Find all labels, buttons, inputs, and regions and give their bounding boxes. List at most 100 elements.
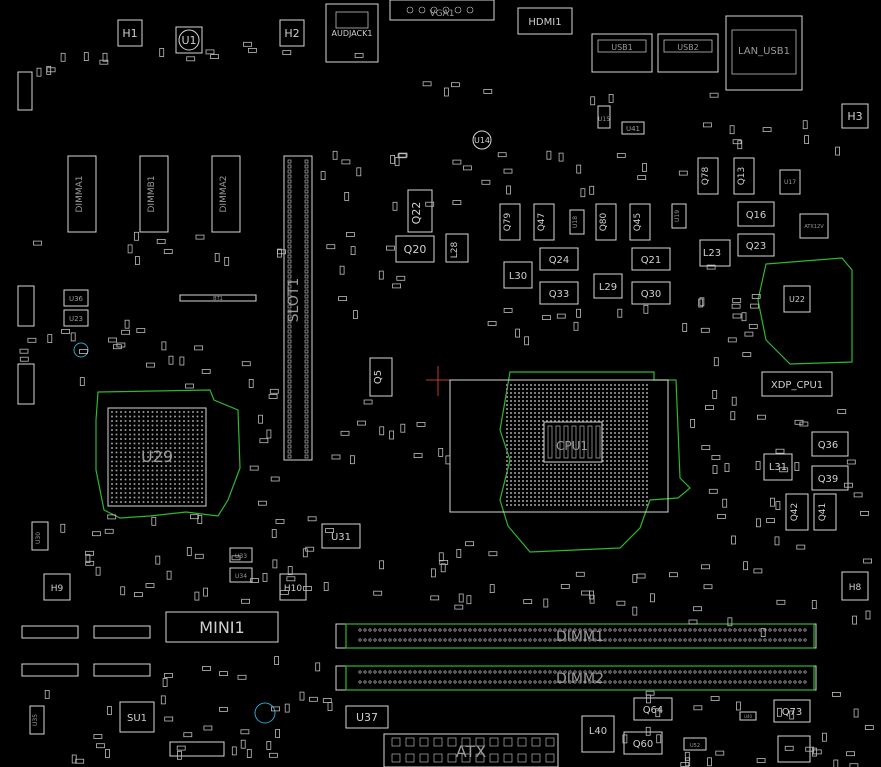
u40-chip: U40 [739,711,757,721]
fiducial-bottom [254,702,276,724]
u17-chip: U17 [779,169,801,195]
left-connector-a [21,625,79,639]
svg-text:Q78: Q78 [701,166,711,185]
q64-mosfet: Q64 [633,697,673,721]
q16-mosfet: Q16 [737,201,775,227]
svg-text:Q24: Q24 [549,255,570,266]
svg-text:DIMM1: DIMM1 [556,629,604,645]
q42-mosfet: Q42 [785,493,809,531]
l40-inductor: L40 [581,715,615,753]
u41-chip: U41 [621,121,645,135]
svg-text:H1: H1 [122,27,137,40]
svg-text:Q80: Q80 [599,212,609,231]
lan-usb-connector: LAN_USB1 [725,15,803,91]
q20-mosfet: Q20 [395,235,435,263]
mount-hole-h10: H10 [279,573,307,601]
svg-text:MINI1: MINI1 [199,618,244,637]
atx-power-connector: ATX [383,733,559,767]
left-header-mid [17,285,35,327]
svg-text:L31: L31 [769,462,787,473]
svg-text:U17: U17 [784,179,796,186]
u22-chip: U22 [783,285,811,313]
q23-mosfet: Q23 [737,233,775,257]
l29-inductor: L29 [593,273,623,299]
bt1-battery: BT1 [179,294,257,302]
svg-text:U29: U29 [141,447,173,466]
pcie-slot: SLOT1 [283,155,313,461]
left-connector-d [93,663,151,677]
l30-inductor: L30 [503,261,533,289]
passive-components [19,41,874,767]
svg-text:Q30: Q30 [641,289,662,300]
svg-text:U33: U33 [235,553,247,560]
svg-text:U23: U23 [69,315,83,323]
svg-text:U30: U30 [35,532,42,544]
svg-text:VGA1: VGA1 [429,9,454,19]
dimm-slot-1: DIMM1 [335,623,817,649]
svg-text:U14: U14 [474,136,490,145]
atx12v-connector: ATX12V [799,213,829,239]
svg-text:H3: H3 [847,110,862,123]
svg-text:Q20: Q20 [404,243,427,256]
svg-text:CPU1: CPU1 [556,439,588,453]
svg-text:HDMI1: HDMI1 [528,17,561,28]
svg-text:U35: U35 [32,714,39,726]
u30-chip: U30 [31,521,49,551]
svg-text:USB1: USB1 [611,43,633,52]
u1-chip: U1 [175,26,203,54]
svg-text:Q33: Q33 [549,289,570,300]
svg-text:L30: L30 [509,271,527,282]
svg-text:U19: U19 [674,210,681,222]
usb-connector-2: USB2 [657,33,719,73]
svg-text:Q45: Q45 [633,213,643,232]
vga-connector: VGA1 [389,0,495,21]
svg-text:DIMMA1: DIMMA1 [75,176,85,213]
mount-hole-h8: H8 [841,571,869,601]
u15-chip: U15 [597,105,611,129]
svg-text:Q79: Q79 [503,212,513,231]
dimm-slot-2: DIMM2 [335,665,817,691]
u29-keepout-zone [95,389,241,519]
svg-text:Q60: Q60 [633,739,654,750]
svg-text:USB2: USB2 [677,43,699,52]
svg-text:DIMM2: DIMM2 [556,671,604,687]
svg-text:U40: U40 [744,714,752,719]
svg-text:L23: L23 [703,248,721,259]
q47-mosfet: Q47 [533,203,555,241]
svg-text:SU1: SU1 [127,713,147,724]
l28-inductor: L28 [445,233,469,263]
svg-text:XDP_CPU1: XDP_CPU1 [771,380,823,391]
q30-mosfet: Q30 [631,281,671,305]
svg-text:L29: L29 [599,282,617,293]
svg-text:Q73: Q73 [782,707,803,718]
svg-text:Q41: Q41 [818,503,828,522]
q24-mosfet: Q24 [539,247,579,271]
cpu-crosshair-marker [426,366,450,396]
svg-text:U1: U1 [181,34,196,47]
svg-text:U22: U22 [789,295,805,304]
svg-text:U52: U52 [690,743,700,749]
svg-text:SLOT1: SLOT1 [286,278,302,323]
svg-text:U18: U18 [572,216,579,228]
mount-hole-h9: H9 [43,573,71,601]
xdp-cpu-connector: XDP_CPU1 [761,371,833,397]
svg-text:Q22: Q22 [410,202,423,225]
svg-text:Q23: Q23 [746,241,767,252]
svg-text:U41: U41 [626,125,640,133]
l31-inductor: L31 [763,453,793,481]
svg-text:Q21: Q21 [641,255,662,266]
u37-chip: U37 [345,705,389,729]
left-connector-b [93,625,151,639]
q78-mosfet: Q78 [697,157,719,195]
q5-mosfet: Q5 [369,357,393,397]
cpu-socket: CPU1 [449,379,669,513]
u31-chip: U31 [321,523,361,549]
svg-text:H8: H8 [849,583,862,593]
svg-text:Q36: Q36 [818,440,839,451]
svg-text:Q39: Q39 [818,474,839,485]
svg-text:H9: H9 [51,584,64,594]
memory-chip-left: DIMMA1 [67,155,97,233]
u18-chip: U18 [569,209,585,235]
